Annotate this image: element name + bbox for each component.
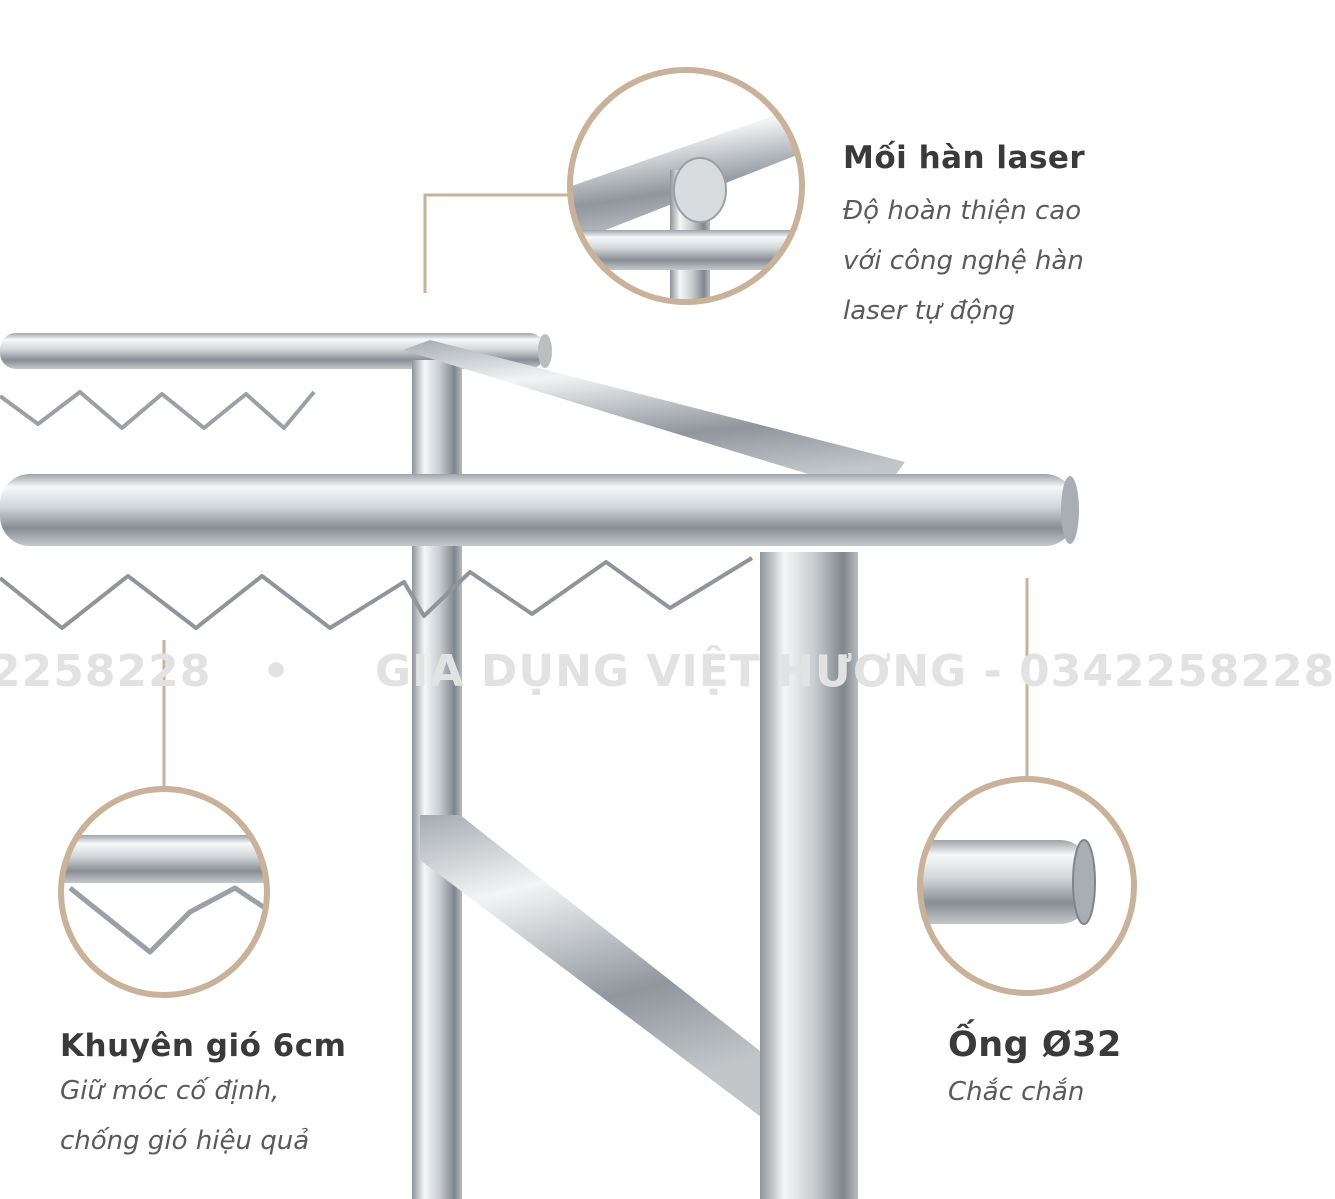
callout-description: Độ hoàn thiện cao với công nghệ hàn lase… — [843, 186, 1085, 336]
side-diagonal-rail — [403, 340, 905, 496]
desc-line: Chắc chắn — [948, 1077, 1085, 1107]
desc-line: laser tự động — [843, 296, 1015, 326]
zoom-circle-tube-end — [917, 776, 1137, 996]
desc-line: Độ hoàn thiện cao — [843, 196, 1082, 226]
leader-lines — [162, 193, 1029, 788]
callout-title: Mối hàn laser — [843, 140, 1086, 176]
watermark-separator: • — [262, 646, 292, 697]
callout-wind-ring: Khuyên gió 6cm Giữ móc cố định, chống gi… — [60, 1028, 346, 1166]
front-post — [760, 552, 858, 1199]
desc-line: chống gió hiệu quả — [60, 1126, 310, 1156]
front-top-rail — [0, 474, 1079, 546]
desc-line: với công nghệ hàn — [843, 246, 1084, 276]
callout-tube: Ống Ø32 Chắc chắn — [948, 1025, 1122, 1117]
back-top-rail — [0, 333, 552, 369]
watermark-fragment: 2258228 — [0, 646, 212, 697]
callout-laser-weld: Mối hàn laser Độ hoàn thiện cao với công… — [843, 140, 1085, 336]
callout-description: Giữ móc cố định, chống gió hiệu quả — [60, 1066, 346, 1166]
zoom-circle-wind-ring — [58, 786, 270, 998]
watermark-text: GIA DỤNG VIỆT HƯƠNG - 0342258228 — [375, 646, 1335, 697]
desc-line: Giữ móc cố định, — [60, 1076, 280, 1106]
front-wind-ring — [0, 556, 754, 630]
callout-title: Khuyên gió 6cm — [60, 1028, 347, 1064]
watermark: 2258228 • GIA DỤNG VIỆT HƯƠNG - 03422582… — [0, 646, 1334, 706]
cross-brace — [420, 815, 765, 1120]
back-wind-ring — [0, 390, 316, 430]
callout-description: Chắc chắn — [948, 1067, 1122, 1117]
product-photo-drying-rack — [0, 67, 1137, 1199]
callout-title: Ống Ø32 — [948, 1025, 1122, 1065]
zoom-circle-weld — [567, 67, 805, 305]
